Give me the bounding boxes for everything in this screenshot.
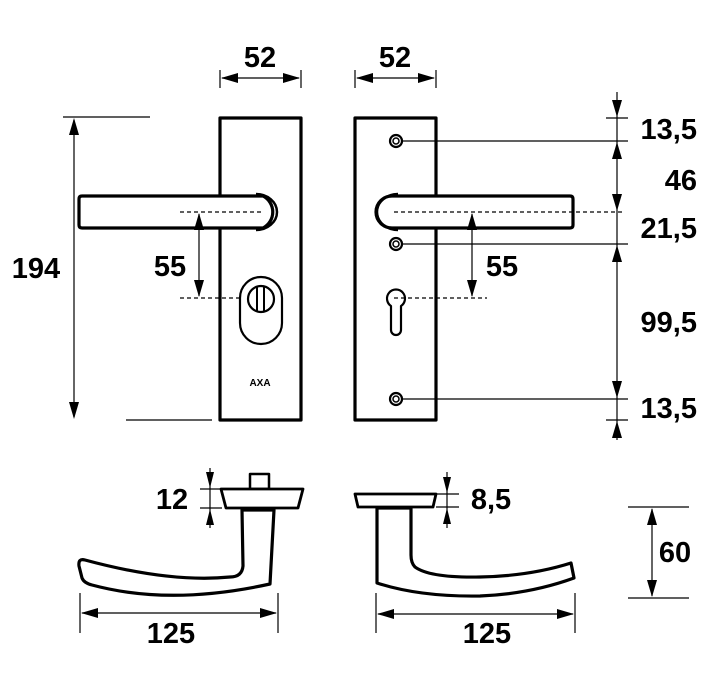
chain-label-handle-to-screw: 21,5	[641, 213, 697, 245]
right-handle-to-keyhole-label: 55	[486, 251, 518, 283]
screw-hole-top	[388, 133, 404, 149]
right-back-plate	[353, 116, 438, 422]
right-plate-width-dimension: 52	[354, 42, 437, 88]
euro-keyhole	[385, 288, 407, 337]
left-lever-handle	[77, 194, 275, 230]
left-side-view: 12 125	[77, 468, 305, 650]
total-height-dimension: 194	[12, 116, 212, 421]
right-rosette	[353, 492, 438, 509]
handle-projection-label: 60	[659, 537, 691, 569]
right-side-view: 8,5 125 60	[353, 472, 691, 650]
left-rosette-thickness-label: 12	[156, 484, 188, 516]
left-plate-width-label: 52	[244, 42, 276, 74]
left-handle-to-cylinder-dimension: 55	[154, 213, 204, 297]
left-rosette-thickness-dimension: 12	[156, 468, 222, 528]
handle-projection-dimension: 60	[628, 506, 691, 599]
chain-label-screw-to-handle: 46	[665, 165, 697, 197]
brand-label: AXA	[249, 378, 270, 389]
chain-label-screw-to-screw: 99,5	[641, 307, 697, 339]
right-handle-length-dimension: 125	[375, 593, 576, 650]
total-height-label: 194	[12, 253, 60, 285]
right-front-view: 52 55	[353, 42, 628, 422]
left-rosette	[219, 487, 305, 510]
right-handle-length-label: 125	[463, 618, 511, 650]
chain-label-top: 13,5	[641, 114, 697, 146]
chain-label-bottom: 13,5	[641, 393, 697, 425]
left-handle-to-cylinder-label: 55	[154, 251, 186, 283]
left-side-handle	[77, 508, 276, 597]
right-side-handle	[375, 506, 576, 598]
screw-hole-bottom	[388, 391, 404, 407]
right-rosette-thickness-label: 8,5	[471, 484, 511, 516]
vertical-chain-dimensions: 13,5 46 21,5 99,5 13,5	[606, 92, 697, 440]
left-handle-length-label: 125	[147, 618, 195, 650]
right-handle-to-keyhole-dimension: 55	[467, 213, 518, 297]
cylinder-escutcheon	[238, 275, 284, 346]
screw-hole-middle	[388, 236, 404, 252]
right-rosette-thickness-dimension: 8,5	[436, 472, 511, 528]
left-handle-length-dimension: 125	[79, 593, 279, 650]
right-plate-width-label: 52	[379, 42, 411, 74]
left-front-view: 52 194 55	[12, 42, 303, 422]
left-plate-width-dimension: 52	[219, 42, 302, 88]
left-back-plate	[218, 116, 303, 422]
